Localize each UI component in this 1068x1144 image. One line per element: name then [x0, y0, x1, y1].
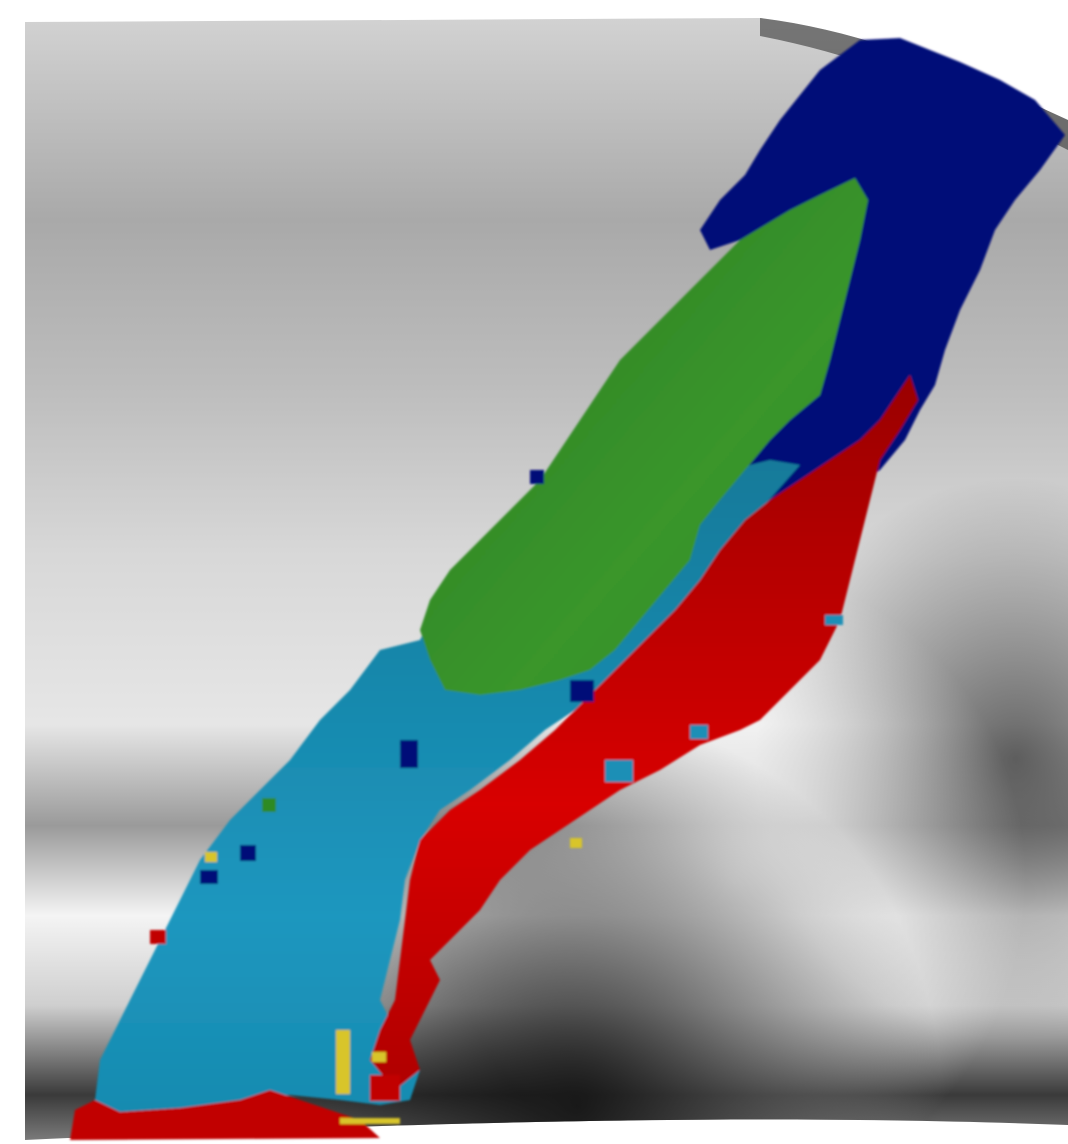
yellow-speck	[205, 852, 217, 862]
green-speck	[262, 798, 276, 812]
surface-rim-shadow	[760, 18, 1068, 150]
teal-speck	[690, 725, 708, 739]
green-region	[420, 178, 868, 695]
red-region-bottom	[70, 1090, 380, 1140]
teal-speck	[825, 615, 843, 625]
navy-speck	[400, 740, 418, 768]
yellow-speck	[570, 838, 582, 848]
yellow-speck	[336, 1030, 350, 1094]
red-speck	[370, 1075, 400, 1101]
yellow-speck	[340, 1118, 400, 1124]
red-speck	[150, 930, 166, 944]
teal-speck	[605, 760, 633, 782]
parcellation-layer	[70, 38, 1065, 1140]
navy-speck	[200, 870, 218, 884]
red-region	[370, 375, 918, 1090]
navy-speck	[530, 470, 544, 484]
yellow-speck	[372, 1052, 386, 1062]
navy-speck	[240, 845, 256, 861]
navy-speck	[570, 680, 594, 702]
